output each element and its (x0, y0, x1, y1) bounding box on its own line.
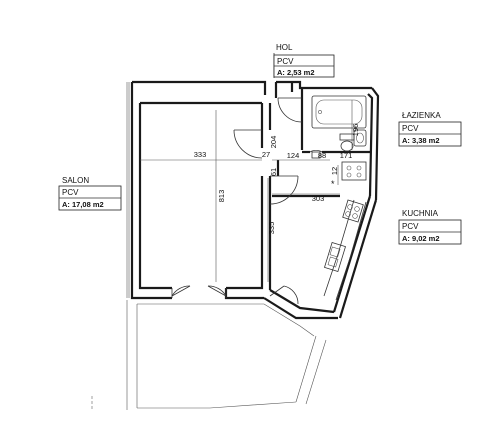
dimension-lines (140, 100, 353, 282)
room-label-hol: HOL PCV A: 2,53 m2 (273, 43, 335, 78)
dim-kitchen-303: 303 (312, 194, 325, 203)
dim-wall-27: 27 (262, 150, 270, 159)
walls (126, 80, 380, 320)
bathroom-fixtures (311, 95, 367, 159)
kitchen-fixtures: * (323, 161, 367, 301)
dim-kitchen-335: 335 (267, 222, 276, 235)
room-floor-salon: PCV (62, 188, 79, 197)
room-name-hol: HOL (276, 43, 293, 52)
room-label-kuchnia: KUCHNIA PCV A: 9,02 m2 (398, 209, 462, 245)
room-floor-kuchnia: PCV (402, 222, 419, 231)
dim-small-12: 12 (330, 167, 339, 175)
room-floor-lazienka: PCV (402, 124, 419, 133)
dim-bath-88: 88 (318, 151, 326, 160)
room-area-kuchnia: A: 9,02 m2 (402, 234, 440, 243)
room-floor-hol: PCV (277, 57, 294, 66)
room-label-lazienka: ŁAZIENKA PCV A: 3,38 m2 (398, 111, 462, 147)
svg-text:*: * (331, 179, 335, 189)
dim-bath-171: 171 (340, 151, 353, 160)
balcony (91, 300, 327, 410)
dim-salon-length: 813 (217, 190, 226, 203)
dimension-labels: 333 813 27 204 124 196 88 171 61 12 303 … (194, 124, 360, 235)
room-name-kuchnia: KUCHNIA (402, 209, 439, 218)
room-area-lazienka: A: 3,38 m2 (402, 136, 440, 145)
room-area-salon: A: 17,08 m2 (62, 200, 104, 209)
dim-hol-204: 204 (269, 136, 278, 149)
dim-hol-124: 124 (287, 151, 300, 160)
doors (171, 97, 323, 305)
dim-bath-196: 196 (351, 124, 360, 137)
dim-salon-width: 333 (194, 150, 207, 159)
dim-hol-61: 61 (269, 168, 278, 176)
room-area-hol: A: 2,53 m2 (277, 68, 315, 77)
room-name-lazienka: ŁAZIENKA (402, 111, 441, 120)
room-name-salon: SALON (62, 176, 89, 185)
room-label-salon: SALON PCV A: 17,08 m2 (58, 176, 122, 211)
